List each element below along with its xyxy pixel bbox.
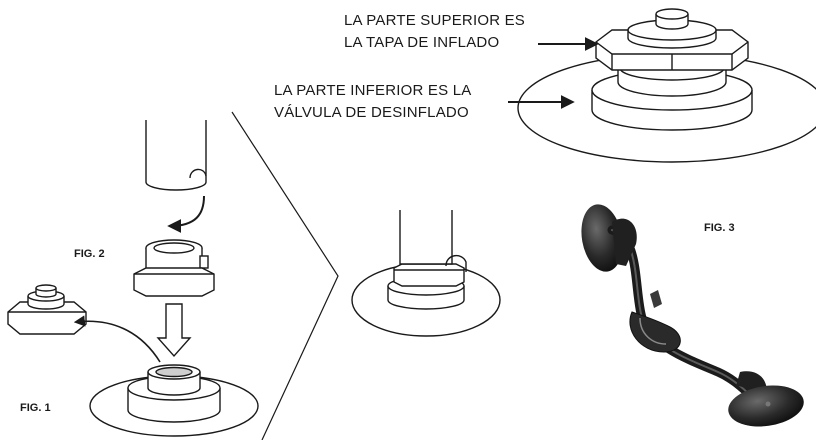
assembled-valve bbox=[351, 210, 501, 337]
inflation-cap-label-line2: LA TAPA DE INFLADO bbox=[344, 34, 500, 51]
connector-elbow bbox=[612, 218, 637, 266]
clip bbox=[629, 311, 681, 353]
fig1-label: FIG. 1 bbox=[20, 402, 51, 414]
curved-arrow-icon bbox=[167, 195, 205, 233]
suction-cup-bottom bbox=[728, 385, 804, 427]
fig2-label: FIG. 2 bbox=[74, 248, 105, 260]
deflation-valve-label-line2: VÁLVULA DE DESINFLADO bbox=[274, 104, 469, 121]
fig1-valve-open bbox=[7, 284, 259, 437]
deflation-valve-label-line1: LA PARTE INFERIOR ES LA bbox=[274, 82, 472, 99]
fig2-pump-nozzle bbox=[133, 120, 215, 358]
down-arrow-icon bbox=[156, 303, 192, 358]
callout-arrows bbox=[508, 37, 599, 109]
fig3-vacuum-hose bbox=[581, 204, 804, 427]
suction-cup-top bbox=[581, 204, 623, 272]
inflation-cap-label-line1: LA PARTE SUPERIOR ES bbox=[344, 12, 526, 29]
valve-closeup bbox=[517, 8, 816, 163]
panel-divider bbox=[231, 111, 339, 440]
fig3-label: FIG. 3 bbox=[704, 222, 735, 234]
